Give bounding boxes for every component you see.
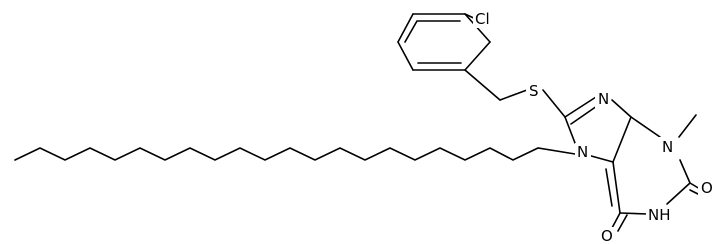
atom-o-lower-label: O xyxy=(598,227,614,244)
svg-text:NH: NH xyxy=(648,206,671,224)
svg-text:O: O xyxy=(601,227,613,244)
atom-nh-label: NH xyxy=(646,206,674,224)
atom-n-alkyl-label: N xyxy=(575,143,591,161)
methyl-bond xyxy=(678,114,697,138)
benzene-ring xyxy=(397,13,491,71)
thio-linker xyxy=(464,69,566,118)
svg-text:O: O xyxy=(701,179,713,197)
atom-cl-label: Cl xyxy=(473,10,495,28)
svg-text:N: N xyxy=(577,143,588,161)
svg-text:N: N xyxy=(598,90,609,108)
svg-text:N: N xyxy=(662,138,673,156)
atom-n-methyl-label: N xyxy=(658,137,674,156)
pyrimidine-ring xyxy=(605,116,691,215)
svg-text:Cl: Cl xyxy=(475,10,490,28)
atom-o-upper-label: O xyxy=(698,179,714,197)
svg-text:S: S xyxy=(529,82,539,100)
atom-s-label: S xyxy=(526,82,542,100)
hexadecyl-chain xyxy=(14,147,576,161)
atom-n-imidazole-label: N xyxy=(595,90,611,108)
